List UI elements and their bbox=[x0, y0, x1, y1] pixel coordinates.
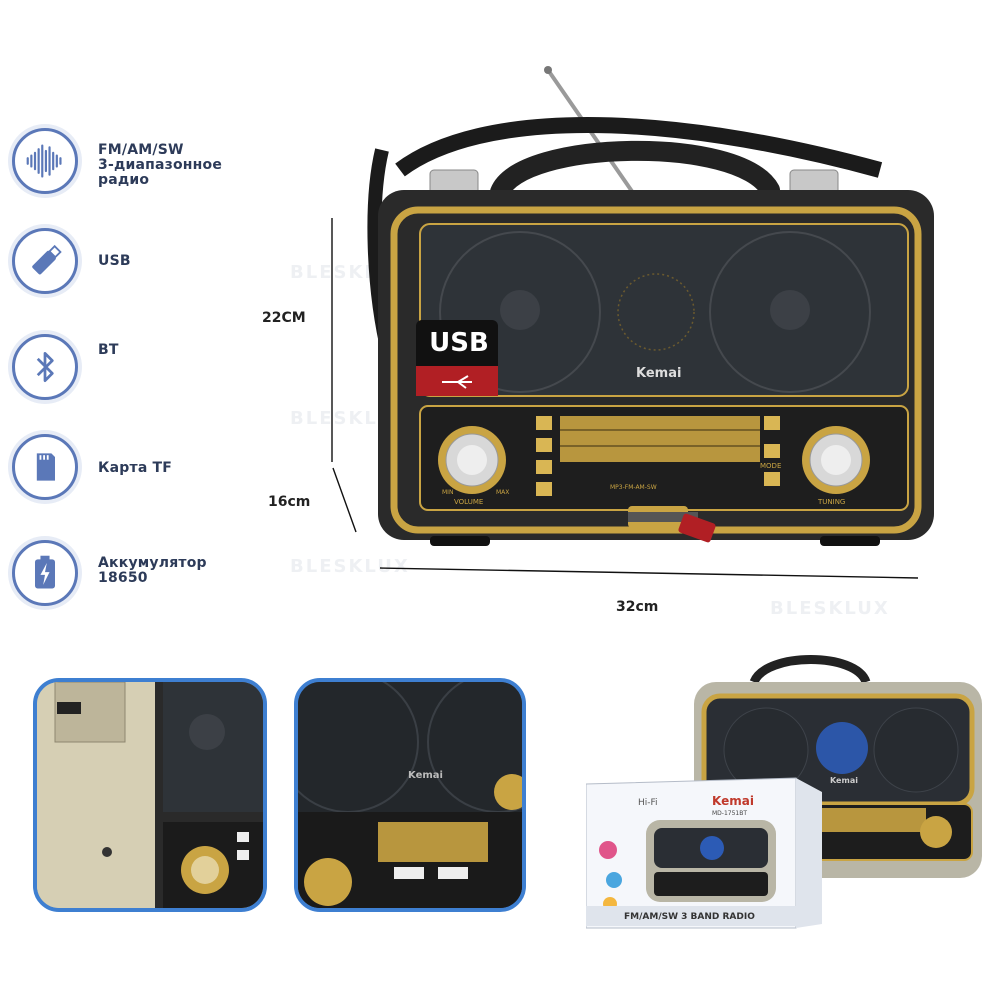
watermark: BLESKLUX bbox=[770, 598, 890, 619]
silver-radio-logo: Kemai bbox=[830, 776, 858, 785]
mode-label: MODE bbox=[760, 462, 782, 470]
max-label: MAX bbox=[496, 489, 510, 496]
box-hifi-label: Hi-Fi bbox=[638, 798, 658, 808]
feature-label-usb: USB bbox=[98, 253, 131, 269]
tuning-label: TUNING bbox=[818, 498, 846, 506]
product-box-image: Hi-Fi Kemai MD-1751BT Kemai FM/AM/SW 3 B… bbox=[585, 652, 990, 932]
brand-logo-closeup: Kemai bbox=[408, 770, 443, 781]
box-title: FM/AM/SW 3 BAND RADIO bbox=[624, 912, 755, 922]
detail-photo-front: Kemai bbox=[294, 678, 526, 912]
height-label: 22CM bbox=[262, 310, 306, 326]
battery-icon bbox=[12, 540, 78, 606]
box-model-label: MD-1751BT bbox=[712, 810, 748, 817]
sound-wave-icon bbox=[12, 128, 78, 194]
box-brand-logo: Kemai bbox=[712, 794, 754, 808]
sd-card-icon bbox=[12, 434, 78, 500]
watermark: BLESKLUX bbox=[290, 556, 410, 577]
band-label: MP3-FM-AM-SW bbox=[610, 484, 657, 491]
usb-badge: USB bbox=[429, 328, 489, 358]
radio-illustration bbox=[367, 66, 934, 546]
usb-stick-icon bbox=[12, 228, 78, 294]
min-label: MIN bbox=[442, 489, 454, 496]
detail-photo-side bbox=[33, 678, 267, 912]
radio-main-image: USB Kemai VOLUME MIN MAX TUNING MODE MP3… bbox=[360, 60, 940, 560]
depth-label: 16cm bbox=[268, 494, 311, 510]
volume-label: VOLUME bbox=[454, 498, 484, 506]
feature-label-bt: BT bbox=[98, 342, 119, 358]
feature-label-tf: Карта TF bbox=[98, 460, 173, 476]
bluetooth-icon bbox=[12, 334, 78, 400]
width-label: 32cm bbox=[616, 599, 659, 615]
brand-logo: Kemai bbox=[636, 366, 682, 381]
